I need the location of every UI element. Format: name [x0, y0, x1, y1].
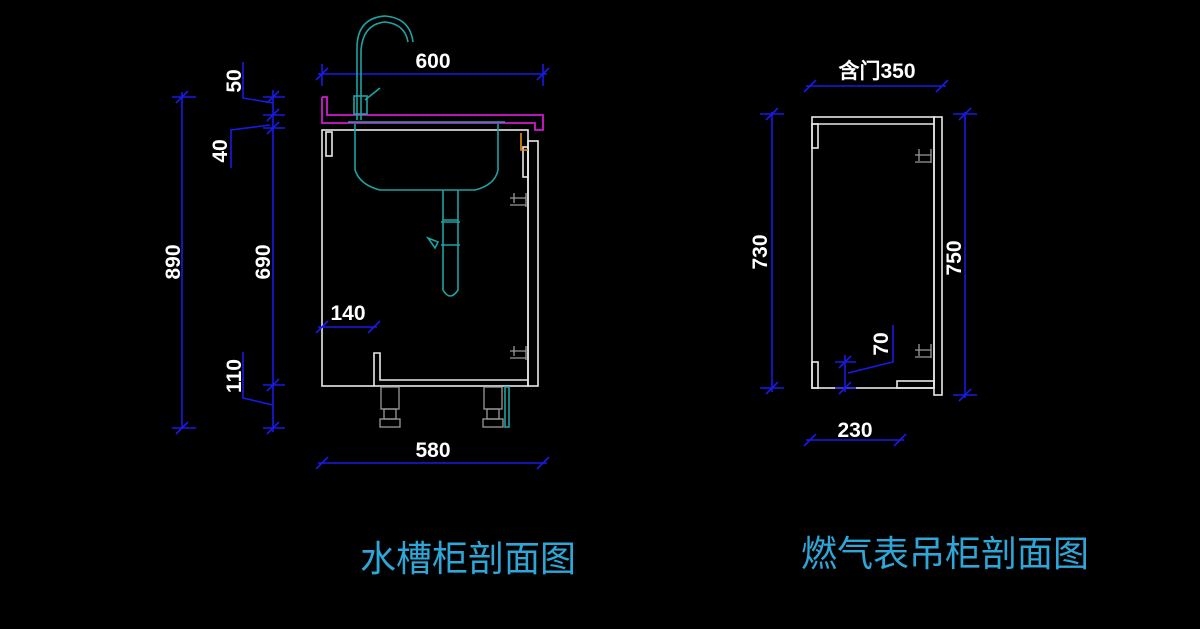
sink-cabinet-section: 890 50 40 690 110 600 [162, 15, 576, 580]
dimension-890: 890 [162, 90, 196, 435]
dimension-140: 140 [315, 302, 381, 334]
dimension-600: 600 [315, 50, 550, 86]
gas-meter-cabinet-section: 含门350 730 750 [749, 59, 1089, 575]
dimension-230: 230 [803, 419, 907, 447]
dim-label-230: 230 [837, 419, 872, 442]
dim-label-40: 40 [209, 139, 232, 162]
kickboard [504, 386, 510, 428]
dim-label-50: 50 [223, 69, 246, 92]
dim-label-750: 750 [943, 240, 966, 275]
dim-label-140: 140 [330, 302, 365, 325]
dim-label-600: 600 [415, 50, 450, 73]
dim-label-110: 110 [223, 359, 246, 393]
cabinet-body [321, 129, 539, 387]
dim-label-890: 890 [162, 244, 185, 279]
sink-basin [348, 121, 505, 297]
hinge-icon [915, 149, 932, 358]
dim-label-350: 含门350 [838, 59, 915, 83]
dim-label-690: 690 [252, 244, 275, 279]
cabinet-body [811, 116, 943, 396]
countertop [321, 96, 544, 131]
dimension-70: 70 [835, 325, 894, 395]
dimension-730: 730 [749, 107, 784, 395]
dimension-stack: 50 40 690 110 [209, 62, 285, 435]
gas-meter-cabinet-title: 燃气表吊柜剖面图 [801, 534, 1089, 575]
dim-label-730: 730 [749, 234, 772, 269]
dimension-580: 580 [315, 439, 550, 470]
dim-label-70: 70 [870, 332, 893, 355]
dimension-350: 含门350 [803, 59, 949, 93]
faucet-icon [353, 15, 414, 120]
dimension-750: 750 [943, 107, 977, 402]
dim-label-580: 580 [415, 439, 450, 462]
hinge-icon [510, 193, 527, 360]
sink-cabinet-title: 水槽柜剖面图 [360, 539, 576, 580]
adjustable-leg-icon [379, 386, 504, 428]
